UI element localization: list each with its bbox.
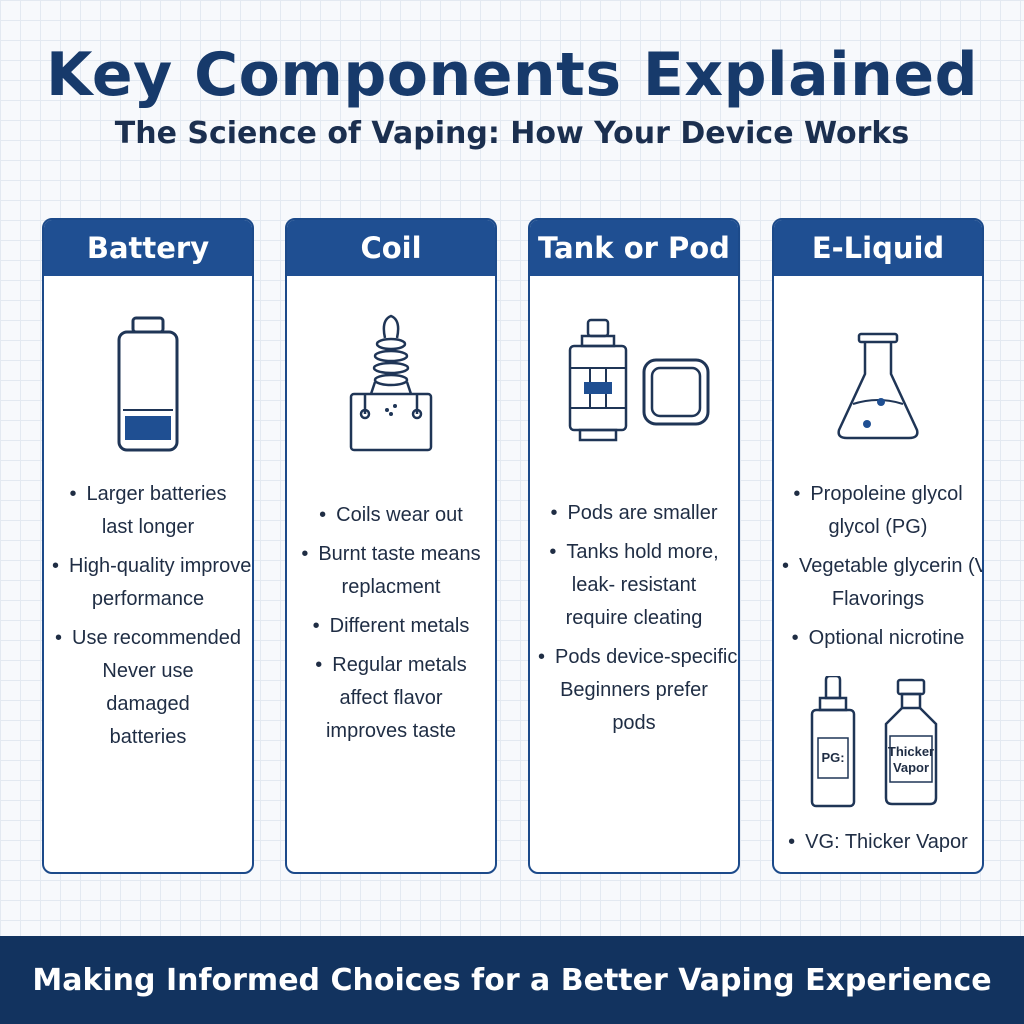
battery-icon [44, 316, 252, 456]
coil-facts: Coils wear out Burnt taste means replacm… [287, 499, 495, 754]
list-item: Propoleine glycol [774, 478, 982, 511]
page-subtitle: The Science of Vaping: How Your Device W… [114, 116, 910, 151]
list-item: VG: Thicker Vapor [774, 826, 982, 859]
list-item: Different metals [287, 610, 495, 643]
list-item: Pods device-specific [530, 641, 738, 674]
list-item: pods [612, 712, 656, 734]
list-item: Larger batteries [44, 478, 252, 511]
e-liquid-footnote: VG: Thicker Vapor [774, 826, 982, 865]
vg-bottle-label-line1: Thicker [888, 744, 934, 759]
list-item: Flavorings [831, 588, 925, 610]
flask-icon [774, 330, 982, 442]
tank-and-pod-icon [530, 316, 738, 446]
card-header: Coil [287, 220, 495, 276]
list-item: High-quality improves [44, 550, 252, 583]
list-item: performance [91, 588, 205, 610]
list-item: Burnt taste means [287, 538, 495, 571]
card-battery: Battery Larger batteries last longer Hig… [42, 218, 254, 874]
pg-bottle-label: PG: [821, 750, 844, 765]
list-item: replacment [341, 576, 441, 598]
list-item: improves taste [325, 720, 457, 742]
tank-pod-facts: Pods are smaller Tanks hold more, leak- … [530, 497, 738, 746]
list-item: Tanks hold more, [530, 536, 738, 569]
list-item: Use recommended [44, 622, 252, 655]
vg-bottle-label-line2: Vapor [893, 760, 929, 775]
list-item: Optional nicrotine [774, 622, 982, 655]
list-item: batteries [109, 726, 187, 748]
list-item: Never use [102, 660, 194, 682]
card-e-liquid: E-Liquid Propoleine glycol glycol (PG) V… [772, 218, 984, 874]
card-header: Battery [44, 220, 252, 276]
card-header: Tank or Pod [530, 220, 738, 276]
card-header: E-Liquid [774, 220, 982, 276]
list-item: Pods are smaller [530, 497, 738, 530]
list-item: affect flavor [339, 687, 443, 709]
footer-banner: Making Informed Choices for a Better Vap… [0, 936, 1024, 1024]
card-tank-or-pod: Tank or Pod Pods are smaller Tanks hold … [528, 218, 740, 874]
list-item: glycol (PG) [828, 516, 928, 538]
list-item: leak- resistant [571, 574, 697, 596]
list-item: require cleating [565, 607, 703, 629]
list-item: last longer [101, 516, 195, 538]
bottle-icon: PG: Thicker Vapor [774, 676, 982, 810]
list-item: Coils wear out [287, 499, 495, 532]
coil-icon [287, 310, 495, 460]
list-item: Regular metals [287, 649, 495, 682]
e-liquid-facts: Propoleine glycol glycol (PG) Vegetable … [774, 478, 982, 661]
list-item: Beginners prefer [560, 679, 708, 701]
battery-facts: Larger batteries last longer High-qualit… [44, 478, 252, 760]
list-item: Vegetable glycerin (VG) [774, 550, 982, 583]
page-title: Key Components Explained [45, 40, 979, 110]
card-coil: Coil Coils wear out Burnt taste means re… [285, 218, 497, 874]
list-item: damaged [106, 693, 190, 715]
